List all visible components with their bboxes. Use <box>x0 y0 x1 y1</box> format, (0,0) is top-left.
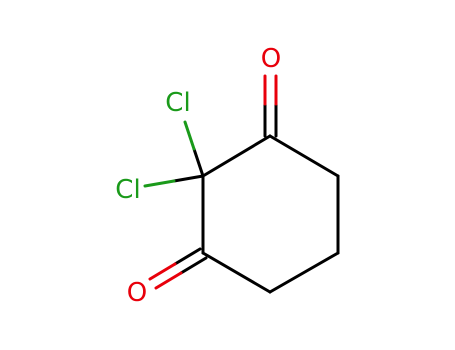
bond-c6-c1 <box>201 134 272 178</box>
bond-cl-lower-chlorine-half <box>143 179 176 188</box>
bond-cl-upper-carbon-half <box>192 147 205 178</box>
bond-bottom-oxygen-half-1 <box>148 262 177 281</box>
chlorine-lower-label: Cl <box>115 175 140 205</box>
oxygen-bottom-label: O <box>127 278 147 308</box>
carbonyl-bottom-double-bond <box>148 247 208 290</box>
bond-bottom-oxygen-half-2 <box>154 271 183 290</box>
chlorine-upper-label: Cl <box>165 88 190 118</box>
bond-c3-c4 <box>268 251 340 294</box>
chlorine-bonds <box>143 120 205 188</box>
carbonyl-top-double-bond <box>263 74 278 138</box>
oxygen-top-label: O <box>261 44 281 74</box>
bond-bottom-carbon-half-1 <box>173 247 202 266</box>
ring-bonds <box>201 134 340 294</box>
bond-bottom-carbon-half-2 <box>179 256 208 275</box>
bond-c4-c5 <box>201 251 272 294</box>
bond-cl-lower-carbon-half <box>172 174 205 183</box>
bond-c1-c2 <box>268 134 340 178</box>
bond-cl-upper-chlorine-half <box>183 120 196 151</box>
